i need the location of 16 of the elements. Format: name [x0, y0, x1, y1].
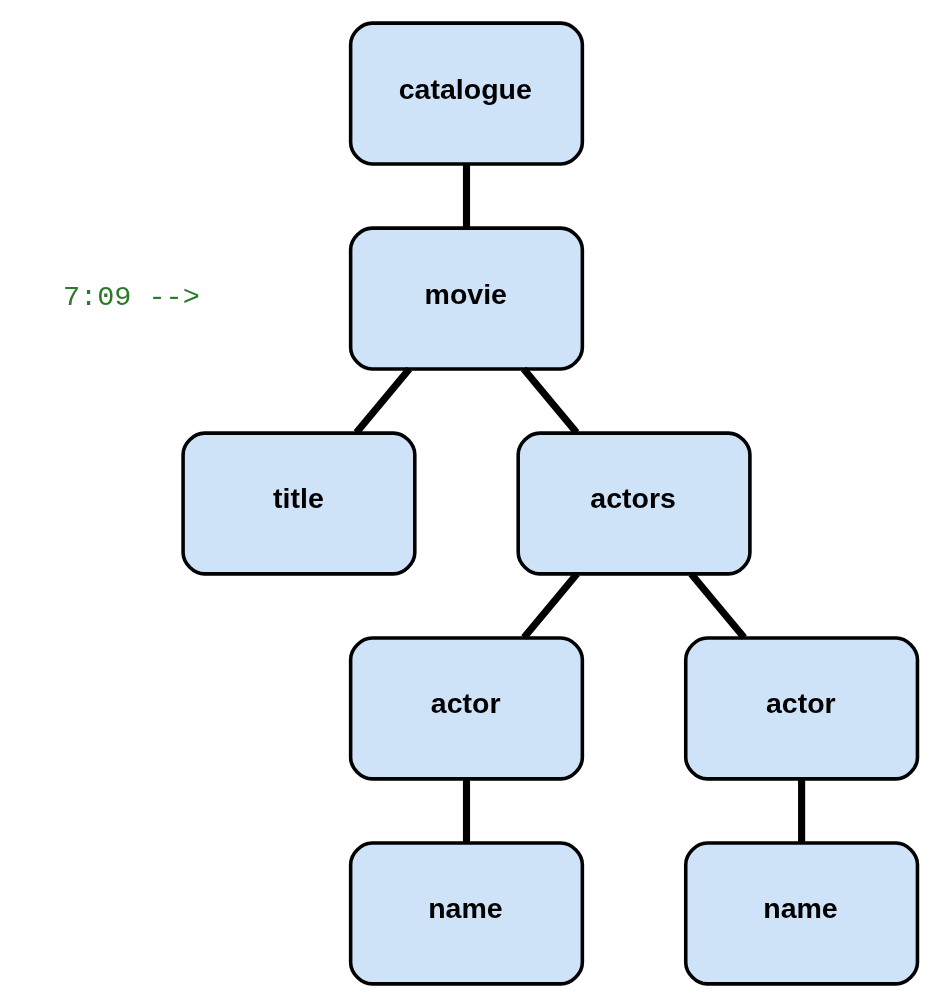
node-box: name: [348, 840, 585, 986]
node-box: name: [683, 840, 920, 986]
connector: [462, 778, 471, 843]
node-box: movie: [348, 225, 585, 371]
connector: [688, 571, 747, 640]
node-box: title: [181, 430, 417, 576]
connector: [521, 571, 580, 640]
node-box: catalogue: [348, 20, 585, 166]
label: 7:09 -->: [62, 280, 200, 314]
node-box: actor: [348, 635, 585, 781]
connector: [462, 163, 471, 228]
connector: [520, 366, 580, 435]
node-box: actor: [683, 635, 920, 781]
connector: [353, 366, 413, 435]
node-box: actors: [516, 430, 752, 576]
connector: [798, 778, 806, 843]
